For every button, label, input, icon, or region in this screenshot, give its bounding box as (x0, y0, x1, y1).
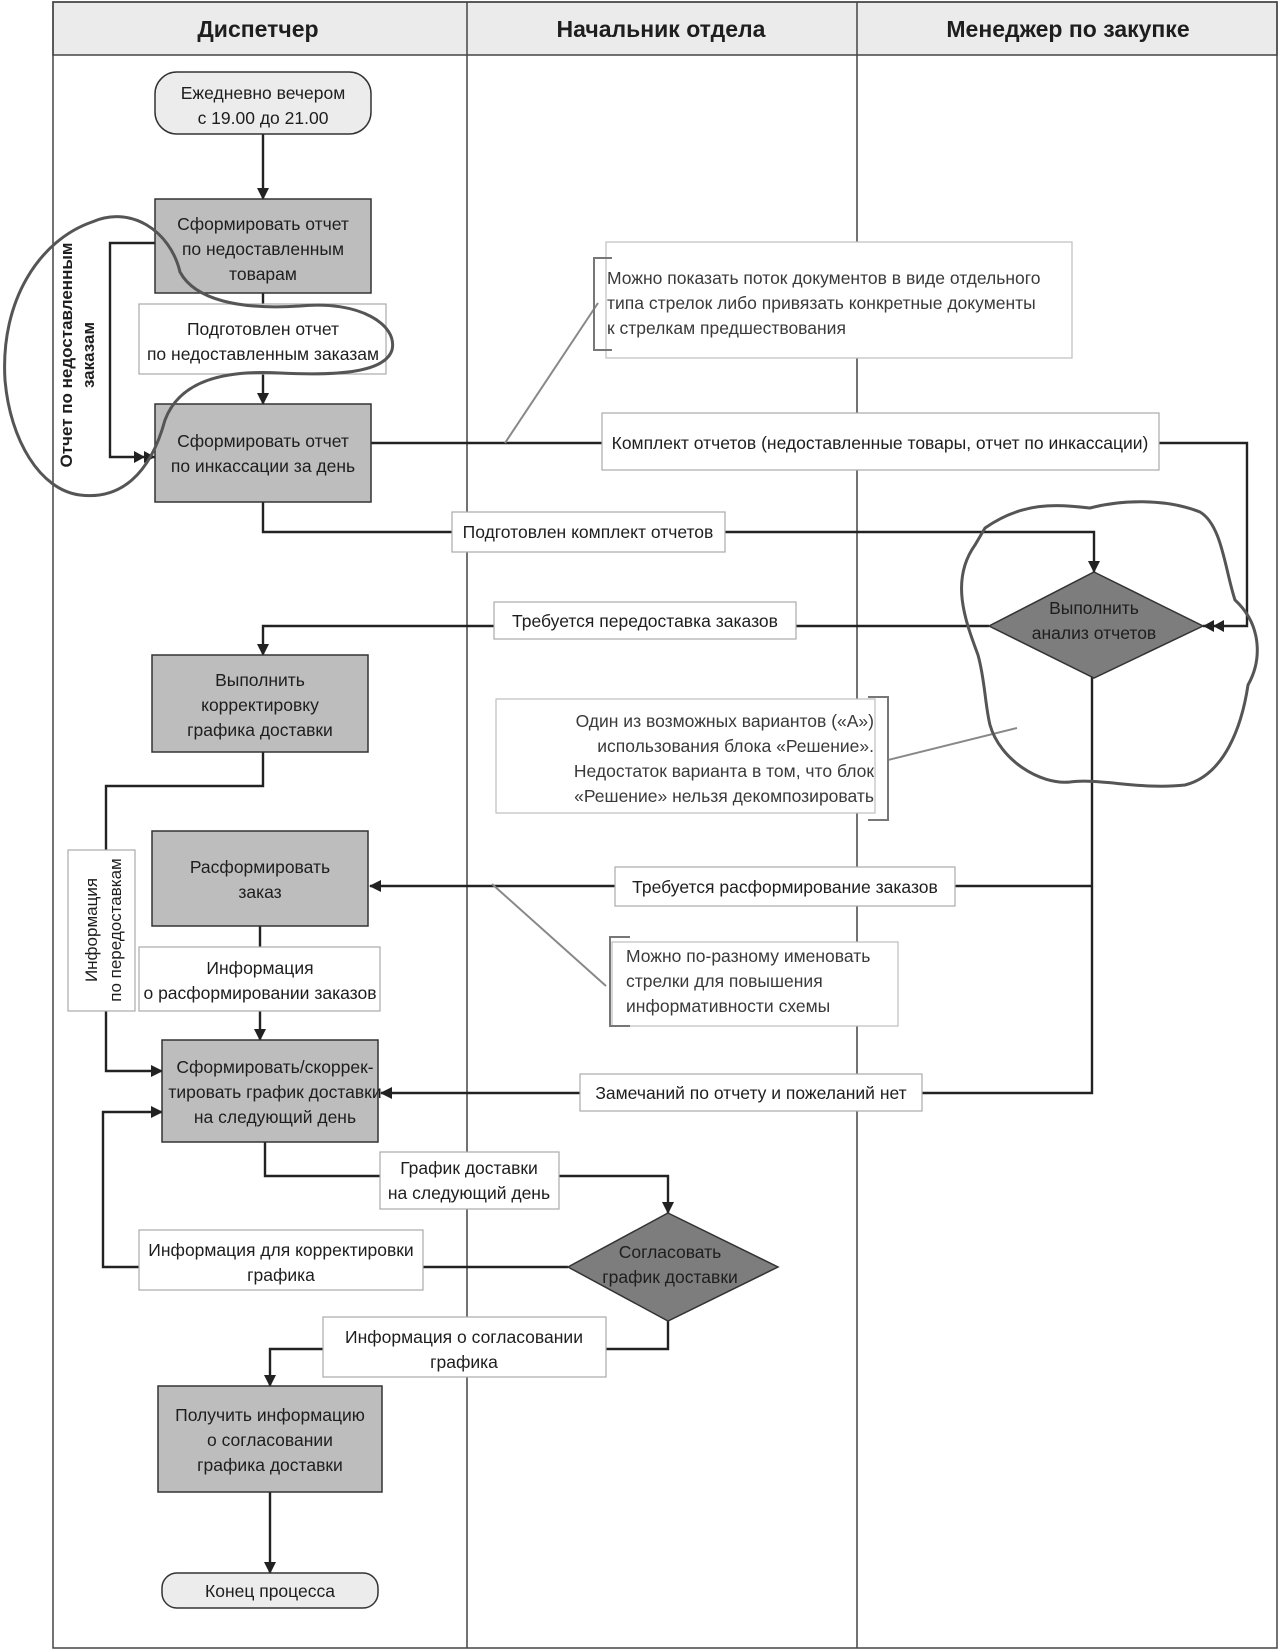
note3-pointer (491, 883, 607, 987)
svg-text:на следующий день: на следующий день (194, 1107, 356, 1127)
arrow-task3-to-task5 (104, 752, 265, 1077)
task-form-undelivered-report: Сформировать отчет по недоставленным тов… (154, 198, 372, 294)
svg-text:графика: графика (430, 1352, 498, 1372)
svg-text:Выполнить: Выполнить (1049, 598, 1139, 618)
task-correct-delivery-schedule: Выполнить корректировку графика доставки (151, 654, 369, 753)
svg-text:Информация о согласовании: Информация о согласовании (345, 1327, 583, 1347)
label-next-day-schedule: График доставки на следующий день (379, 1151, 560, 1210)
decision-analyze-reports: Выполнить анализ отчетов (987, 571, 1205, 679)
svg-text:Согласовать: Согласовать (619, 1242, 722, 1262)
svg-text:Отчет по недоставленным: Отчет по недоставленным (57, 243, 76, 468)
svg-text:Информация: Информация (206, 958, 313, 978)
note-document-flow: Можно показать поток документов в виде о… (593, 241, 1073, 359)
svg-text:Можно показать поток документо: Можно показать поток документов в виде о… (607, 268, 1040, 288)
svg-text:по инкассации за день: по инкассации за день (171, 456, 355, 476)
svg-text:График доставки: График доставки (400, 1158, 538, 1178)
svg-text:график доставки: график доставки (602, 1267, 738, 1287)
svg-text:о расформировании заказов: о расформировании заказов (143, 983, 376, 1003)
label-reports-set: Комплект отчетов (недоставленные товары,… (601, 412, 1160, 471)
svg-text:о согласовании: о согласовании (207, 1430, 333, 1450)
note-decision-variant: Один из возможных вариантов («А») исполь… (495, 696, 889, 821)
lane-title-purchase-manager: Менеджер по закупке (946, 16, 1189, 42)
svg-text:использования блока «Решение».: использования блока «Решение». (597, 736, 874, 756)
arrow-decision1-right-trunk (866, 674, 1094, 1095)
svg-text:Можно по-разному именовать: Можно по-разному именовать (626, 946, 870, 966)
lane-header-background (52, 1, 1278, 56)
end-terminator: Конец процесса (161, 1572, 379, 1609)
note2-pointer (887, 727, 1018, 761)
note1-pointer (504, 302, 599, 444)
svg-text:Расформировать: Расформировать (190, 857, 330, 877)
lanes-frame (52, 1, 1278, 1649)
svg-text:товарам: товарам (229, 264, 297, 284)
vertical-label-undelivered-orders: Отчет по недоставленным заказам (57, 243, 98, 468)
svg-text:Ежедневно вечером: Ежедневно вечером (181, 83, 346, 103)
svg-text:Один из возможных вариантов («: Один из возможных вариантов («А») (576, 711, 874, 731)
decision-approve-schedule: Согласовать график доставки (566, 1212, 780, 1322)
svg-text:Подготовлен комплект отчетов: Подготовлен комплект отчетов (463, 522, 714, 542)
svg-text:корректировку: корректировку (201, 695, 319, 715)
highlight-circle-left (3, 215, 395, 498)
svg-text:по недоставленным: по недоставленным (182, 239, 344, 259)
swimlanes: Диспетчер Начальник отдела Менеджер по з… (52, 1, 1278, 1649)
svg-text:анализ отчетов: анализ отчетов (1032, 623, 1156, 643)
svg-text:заказ: заказ (238, 882, 281, 902)
svg-text:по недоставленным заказам: по недоставленным заказам (147, 344, 379, 364)
svg-text:по передоставкам: по передоставкам (106, 858, 125, 1002)
svg-text:заказам: заказам (79, 322, 98, 388)
lane-title-department-head: Начальник отдела (557, 16, 766, 42)
svg-text:Замечаний по отчету и пожелани: Замечаний по отчету и пожеланий нет (595, 1083, 906, 1103)
lane-title-dispatcher: Диспетчер (197, 16, 318, 42)
svg-text:«Решение» нельзя декомпозирова: «Решение» нельзя декомпозировать (574, 786, 874, 806)
vertical-label-redelivery-info: Информация по передоставкам (67, 849, 136, 1012)
task-receive-approval-info: Получить информацию о согласовании графи… (157, 1385, 383, 1493)
svg-text:с 19.00 до 21.00: с 19.00 до 21.00 (198, 108, 329, 128)
svg-text:к стрелкам предшествования: к стрелкам предшествования (607, 318, 846, 338)
svg-text:типа стрелок либо привязать ко: типа стрелок либо привязать конкретные д… (607, 293, 1036, 313)
svg-text:информативности схемы: информативности схемы (626, 996, 830, 1016)
svg-text:тировать график доставки: тировать график доставки (168, 1082, 381, 1102)
svg-text:графика доставки: графика доставки (197, 1455, 343, 1475)
svg-text:Сформировать/скоррек-: Сформировать/скоррек- (176, 1057, 373, 1077)
svg-text:на следующий день: на следующий день (388, 1183, 550, 1203)
svg-text:графика: графика (247, 1265, 315, 1285)
svg-text:Информация: Информация (82, 878, 101, 982)
svg-text:Сформировать отчет: Сформировать отчет (177, 431, 349, 451)
label-redelivery-required: Требуется передоставка заказов (493, 601, 797, 640)
svg-text:Комплект отчетов (недоставленн: Комплект отчетов (недоставленные товары,… (612, 433, 1149, 453)
svg-text:Конец процесса: Конец процесса (205, 1581, 335, 1601)
svg-text:графика доставки: графика доставки (187, 720, 333, 740)
label-approval-info: Информация о согласовании графика (322, 1316, 607, 1378)
svg-text:Требуется передоставка заказов: Требуется передоставка заказов (512, 611, 778, 631)
label-correction-info: Информация для корректировки графика (138, 1229, 424, 1291)
svg-text:Выполнить: Выполнить (215, 670, 305, 690)
arrow-task1-side-to-task2 (108, 241, 155, 463)
svg-text:Информация для корректировки: Информация для корректировки (148, 1240, 413, 1260)
label-disband-info: Информация о расформировании заказов (138, 946, 381, 1012)
svg-text:Недостаток варианта в том, что: Недостаток варианта в том, что блок (574, 761, 874, 781)
highlight-circle-right (960, 500, 1259, 788)
label-disband-required: Требуется расформирование заказов (614, 866, 956, 907)
label-prepared-set: Подготовлен комплект отчетов (451, 511, 726, 553)
svg-text:Сформировать отчет: Сформировать отчет (177, 214, 349, 234)
task-form-collection-report: Сформировать отчет по инкассации за день (154, 403, 372, 503)
start-terminator: Ежедневно вечером с 19.00 до 21.00 (154, 71, 372, 135)
svg-text:Получить информацию: Получить информацию (175, 1405, 365, 1425)
label-no-remarks: Замечаний по отчету и пожеланий нет (579, 1073, 923, 1112)
svg-text:стрелки для повышения: стрелки для повышения (626, 971, 823, 991)
task-form-next-day-schedule: Сформировать/скоррек- тировать график до… (161, 1039, 382, 1143)
svg-text:Требуется расформирование зака: Требуется расформирование заказов (632, 877, 938, 897)
task-disband-order: Расформировать заказ (151, 830, 369, 927)
svg-text:Подготовлен отчет: Подготовлен отчет (187, 319, 339, 339)
note-arrow-naming: Можно по-разному именовать стрелки для п… (609, 936, 899, 1027)
label-undelivered-report-prepared: Подготовлен отчет по недоставленным зака… (138, 303, 387, 375)
